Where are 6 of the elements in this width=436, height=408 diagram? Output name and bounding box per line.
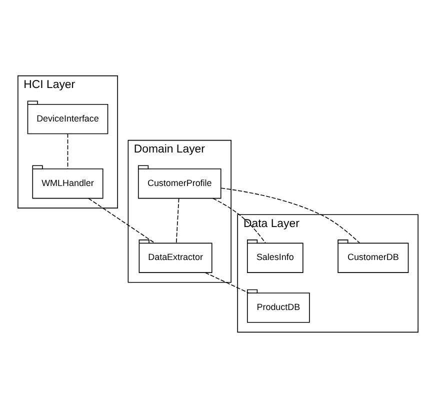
connector: [220, 188, 360, 244]
connector: [212, 198, 266, 244]
connector: [176, 198, 180, 244]
connector: [88, 198, 156, 244]
connector: [204, 272, 250, 294]
connector: [67, 133, 68, 170]
